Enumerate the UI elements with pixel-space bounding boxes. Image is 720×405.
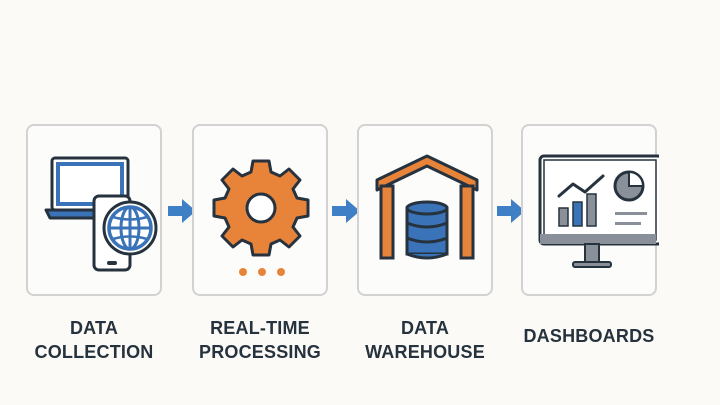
arrow-right-icon [497, 199, 525, 223]
arrow-right-icon [332, 199, 360, 223]
arrow-right-icon [168, 199, 196, 223]
card-real-time-processing [192, 124, 328, 296]
laptop-phone-globe-icon [44, 156, 158, 272]
warehouse-database-icon [375, 154, 479, 260]
card-data-warehouse [357, 124, 493, 296]
label-dashboards: DASHBOARDS [523, 326, 655, 346]
label-data-collection: DATA COLLECTION [34, 318, 154, 362]
card-data-collection [26, 124, 162, 296]
label-real-time-processing: REAL-TIME PROCESSING [198, 318, 322, 362]
label-data-warehouse: DATA WAREHOUSE [365, 318, 485, 362]
monitor-chart-icon [538, 154, 659, 268]
card-dashboards [521, 124, 659, 296]
gear-icon [212, 159, 310, 276]
